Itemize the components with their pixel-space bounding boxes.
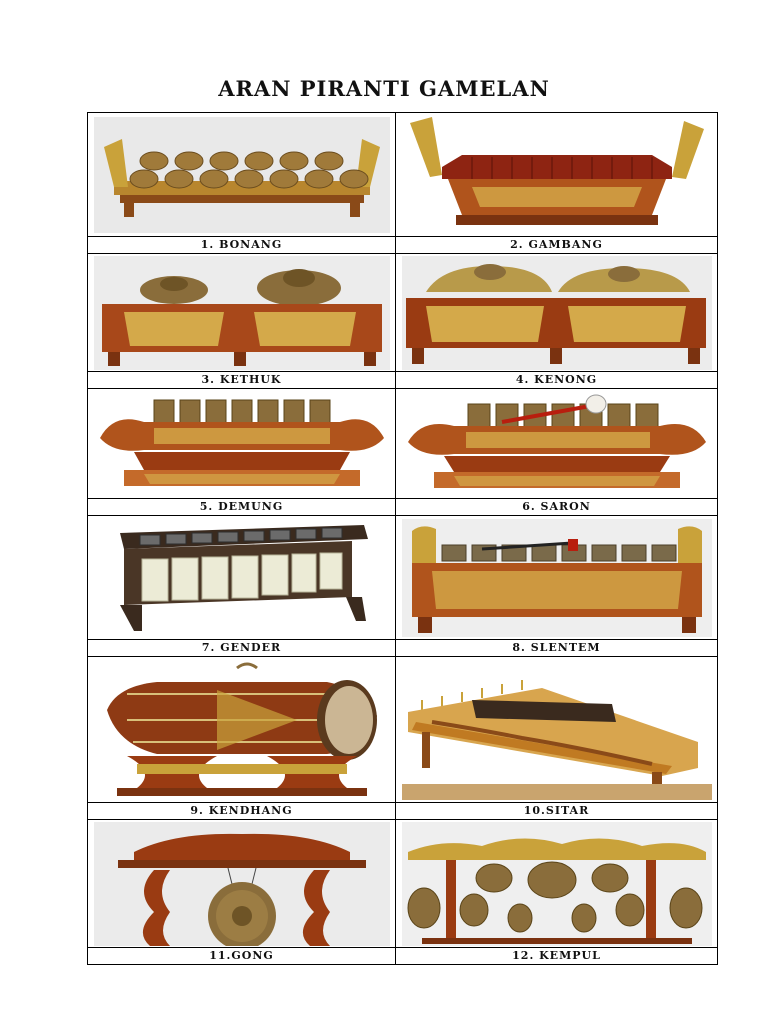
gong-image-cell: [87, 819, 396, 948]
kenong-label: 4. KENONG: [395, 371, 718, 389]
slentem-label: 8. SLENTEM: [395, 639, 718, 657]
demung-image-cell: [87, 388, 396, 499]
kethuk-label: 3. KETHUK: [87, 371, 396, 389]
gambang-icon: [402, 115, 712, 235]
sitar-image-cell: [395, 656, 718, 803]
gender-image-cell: [87, 515, 396, 640]
instrument-table: 1. BONANG 2. GAMBANG: [87, 112, 718, 965]
gambang-image-cell: [395, 112, 718, 237]
kethuk-image-cell: [87, 253, 396, 372]
demung-label: 5. DEMUNG: [87, 498, 396, 516]
gong-label: 11.GONG: [87, 947, 396, 965]
gender-icon: [112, 521, 372, 635]
bonang-image-cell: [87, 112, 396, 237]
page-title: ARAN PIRANTI GAMELAN: [218, 76, 550, 101]
kempul-label: 12. KEMPUL: [395, 947, 718, 965]
kempul-image-cell: [395, 819, 718, 948]
kendhang-icon: [97, 660, 387, 800]
gong-icon: [93, 821, 390, 946]
kenong-image-cell: [395, 253, 718, 372]
gender-label: 7. GENDER: [87, 639, 396, 657]
sitar-icon: [401, 660, 712, 800]
saron-icon: [402, 392, 712, 496]
demung-icon: [94, 392, 390, 496]
kethuk-icon: [93, 255, 390, 370]
gambang-label: 2. GAMBANG: [395, 236, 718, 254]
kenong-icon: [401, 255, 712, 370]
saron-label: 6. SARON: [395, 498, 718, 516]
kempul-icon: [401, 821, 712, 946]
kendhang-image-cell: [87, 656, 396, 803]
bonang-label: 1. BONANG: [87, 236, 396, 254]
slentem-icon: [401, 518, 712, 637]
sitar-label: 10.SITAR: [395, 802, 718, 820]
bonang-icon: [93, 116, 390, 233]
slentem-image-cell: [395, 515, 718, 640]
saron-image-cell: [395, 388, 718, 499]
kendhang-label: 9. KENDHANG: [87, 802, 396, 820]
